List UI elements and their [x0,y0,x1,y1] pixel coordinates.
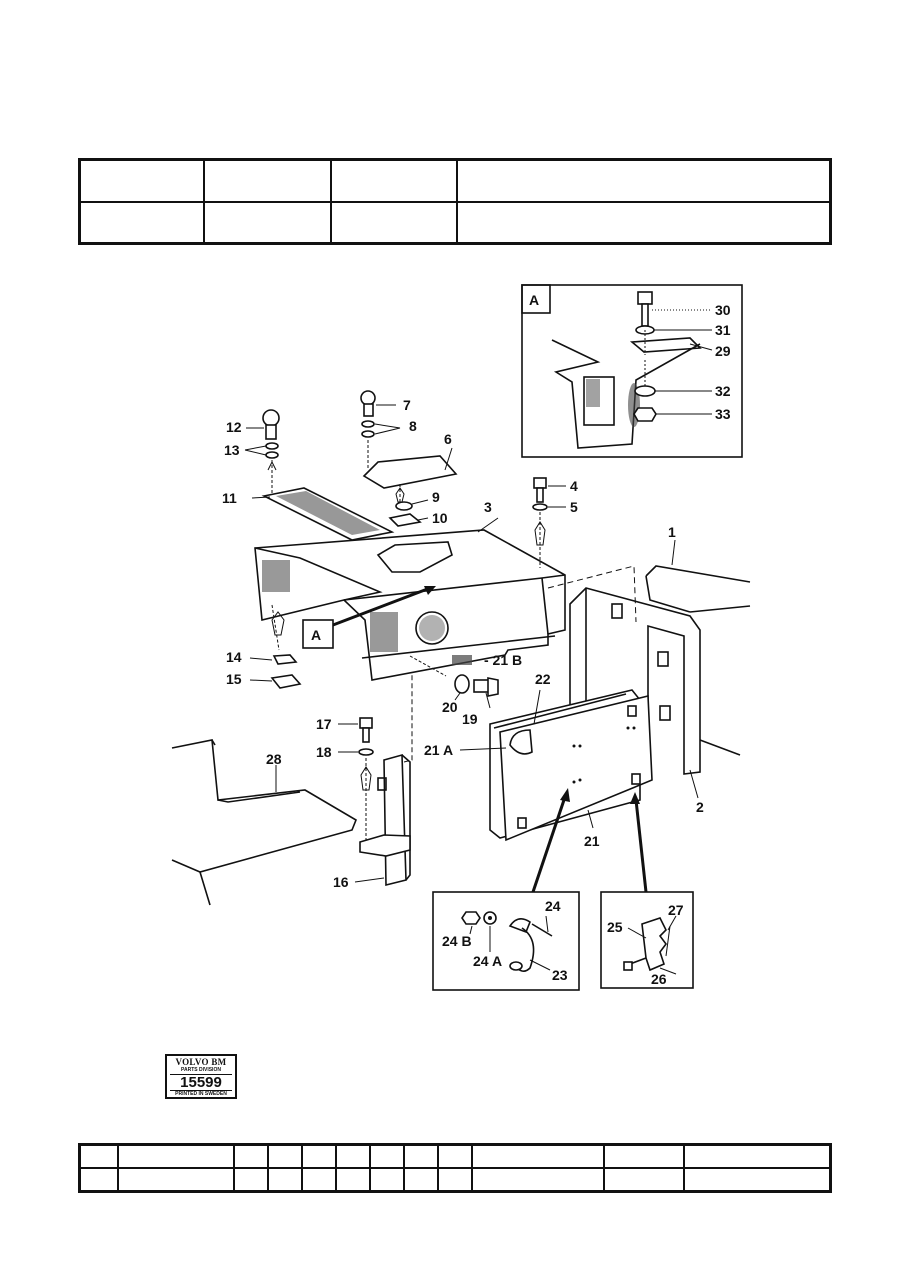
callout-5: 5 [570,499,578,515]
footer-cell [266,1167,303,1193]
callout-6: 6 [444,431,452,447]
callout-24: 24 [545,898,561,914]
callout-31: 31 [715,322,731,338]
clip-pointer-arrow [630,792,648,893]
footer-cell [402,1167,439,1193]
callout-13: 13 [224,442,240,458]
callout-22: 22 [535,671,551,687]
header-cell [455,200,832,245]
callout-17: 17 [316,716,332,732]
callout-20: 20 [442,699,458,715]
callout-12: 12 [226,419,242,435]
detail-a-pointer: A [302,586,436,649]
footer-cell [232,1143,269,1169]
stamp-printed: PRINTED IN SWEDEN [175,1091,227,1097]
callout-28: 28 [266,751,282,767]
footer-cell [602,1167,685,1193]
footer-cell [682,1167,832,1193]
callout-9: 9 [432,489,440,505]
clip-detail-box: 25 27 26 [600,891,694,989]
callout-a: A [311,627,321,643]
callout-21a: 21 A [424,742,453,758]
callout-11: 11 [222,490,237,506]
callout-2: 2 [696,799,704,815]
detail-a-tag: A [529,292,539,308]
footer-cell [232,1167,269,1193]
callout-32: 32 [715,383,731,399]
footer-cell [402,1143,439,1169]
callout-4: 4 [570,478,578,494]
header-table [78,158,832,245]
footer-cell [470,1167,605,1193]
callout-18: 18 [316,744,332,760]
callout-30: 30 [715,302,731,318]
bolt-parts-4-5: 4 5 [532,477,578,568]
footer-cell [602,1143,685,1169]
door-part-21: 21 A 22 21 [424,671,653,849]
header-cell [329,200,458,245]
post-part-16: 17 18 16 [316,672,413,890]
callout-33: 33 [715,406,731,422]
footer-table [78,1143,832,1193]
callout-21: 21 [584,833,600,849]
handle-detail-box: 24 24 B 24 A 23 [432,891,580,991]
cover-part-3: 3 [254,499,566,681]
footer-cell [436,1143,473,1169]
footer-cell [300,1143,337,1169]
grille-plate-part-11: 11 12 13 [222,409,395,651]
header-row [78,200,832,245]
footer-cell [470,1143,605,1169]
stamp-division: PARTS DIVISION [181,1067,221,1073]
header-cell [202,200,332,245]
footer-cell [300,1167,337,1193]
callout-7: 7 [403,397,411,413]
callout-26: 26 [651,971,667,987]
platform-part-28: 28 [171,739,357,906]
handle-pointer-arrow [531,788,570,893]
callout-1: 1 [668,524,676,540]
callout-21b: - 21 B [484,652,522,668]
header-cell [455,158,832,203]
volvo-bm-parts-stamp: VOLVO BM PARTS DIVISION 15599 PRINTED IN… [165,1054,237,1099]
callout-8: 8 [409,418,417,434]
footer-cell [116,1143,235,1169]
header-row [78,158,832,203]
detail-a-box: A 30 31 29 32 33 [521,284,743,458]
callout-15: 15 [226,671,242,687]
footer-cell [368,1143,405,1169]
footer-row [78,1143,832,1169]
callout-23: 23 [552,967,568,983]
footer-cell [436,1167,473,1193]
footer-row [78,1167,832,1193]
footer-cell [334,1143,371,1169]
clip-parts-14-15: 14 15 [226,649,302,689]
callout-24b: 24 B [442,933,472,949]
footer-cell [682,1143,832,1169]
header-cell [78,200,205,245]
footer-cell [368,1167,405,1193]
header-cell [78,158,205,203]
footer-cell [78,1167,119,1193]
cover-plate-part-6: 6 7 8 9 10 [360,390,458,527]
callout-27: 27 [668,902,684,918]
latch-parts-19-20-21b: - 21 B 20 19 [409,652,522,727]
callout-14: 14 [226,649,242,665]
callout-16: 16 [333,874,349,890]
callout-3: 3 [484,499,492,515]
header-cell [202,158,332,203]
footer-cell [116,1167,235,1193]
header-cell [329,158,458,203]
stamp-number: 15599 [170,1074,232,1091]
callout-29: 29 [715,343,731,359]
callout-10: 10 [432,510,448,526]
callout-19: 19 [462,711,478,727]
callout-25: 25 [607,919,623,935]
callout-24a: 24 A [473,953,502,969]
footer-cell [266,1143,303,1169]
footer-cell [334,1167,371,1193]
footer-cell [78,1143,119,1169]
stamp-brand: VOLVO BM [175,1057,227,1067]
frame-part-1: 1 [645,524,751,756]
